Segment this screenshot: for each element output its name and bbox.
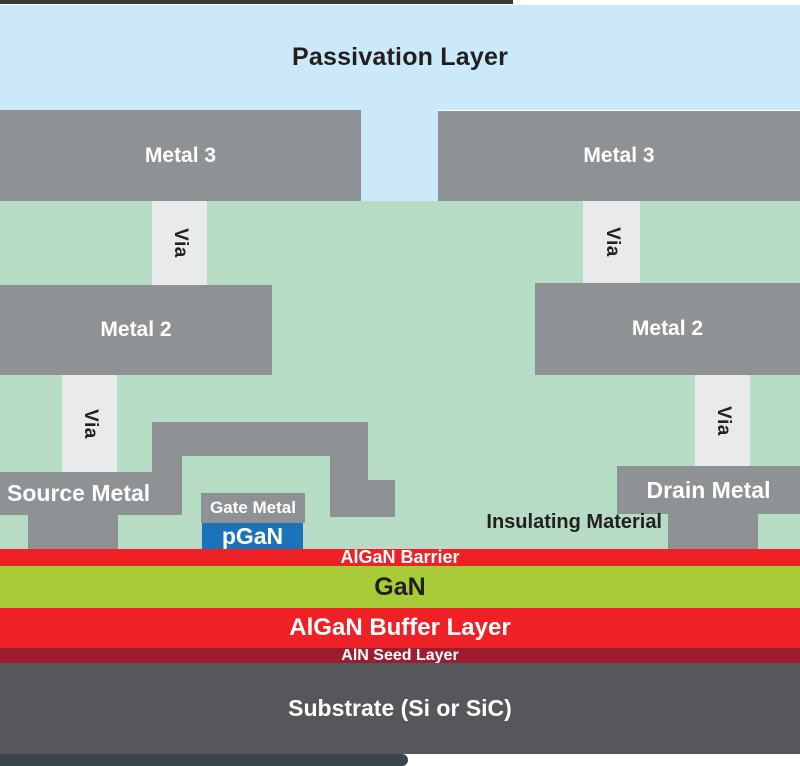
gate-metal-label: Gate Metal bbox=[210, 498, 296, 517]
passivation-notch bbox=[361, 110, 438, 201]
top-border-rule bbox=[0, 0, 513, 4]
metal3-right-block: Metal 3 bbox=[438, 111, 800, 201]
metal3-right-label: Metal 3 bbox=[583, 144, 655, 167]
aln-seed-layer: AlN Seed Layer bbox=[0, 647, 800, 664]
pgan-label: pGaN bbox=[221, 522, 284, 549]
metal3-left-block: Metal 3 bbox=[0, 110, 361, 201]
source-metal-bar: Source Metal bbox=[0, 472, 182, 515]
insulating-material-label-text: Insulating Material bbox=[486, 511, 662, 533]
metal2-right-block: Metal 2 bbox=[535, 283, 800, 375]
algan-barrier-label: AlGaN Barrier bbox=[340, 547, 460, 567]
via-upper-left-label: Via bbox=[169, 228, 191, 258]
source-field-plate-top bbox=[152, 422, 368, 456]
via-lower-left: Via bbox=[62, 375, 117, 472]
via-upper-right: Via bbox=[583, 201, 640, 283]
via-lower-left-label: Via bbox=[79, 408, 101, 439]
drain-metal-bar: Drain Metal bbox=[617, 466, 800, 514]
via-lower-right-label: Via bbox=[712, 405, 734, 436]
bottom-edge-bar bbox=[0, 754, 408, 766]
algan-barrier-layer: AlGaN Barrier bbox=[0, 547, 800, 567]
insulating-material-label: Insulating Material bbox=[486, 511, 662, 534]
aln-seed-label: AlN Seed Layer bbox=[341, 647, 459, 664]
algan-buffer-label: AlGaN Buffer Layer bbox=[289, 614, 511, 641]
pgan-block: pGaN bbox=[202, 523, 303, 549]
passivation-layer-label: Passivation Layer bbox=[291, 43, 508, 71]
via-lower-right: Via bbox=[695, 375, 750, 466]
source-field-plate-left-leg bbox=[152, 456, 182, 472]
via-upper-right-label: Via bbox=[601, 227, 623, 257]
source-metal-label: Source Metal bbox=[7, 480, 151, 506]
gate-metal-block: Gate Metal bbox=[201, 493, 305, 523]
substrate-layer: Substrate (Si or SiC) bbox=[0, 663, 800, 754]
source-field-plate-step-upper bbox=[330, 456, 368, 480]
substrate-label: Substrate (Si or SiC) bbox=[288, 695, 512, 721]
source-field-plate-step-lower bbox=[330, 480, 395, 517]
passivation-layer: Passivation Layer bbox=[0, 5, 800, 110]
metal2-right-label: Metal 2 bbox=[631, 317, 704, 340]
drain-metal-label: Drain Metal bbox=[646, 476, 771, 503]
metal2-left-label: Metal 2 bbox=[100, 318, 172, 341]
metal2-left-block: Metal 2 bbox=[0, 285, 272, 375]
metal3-left-label: Metal 3 bbox=[144, 143, 217, 167]
gan-label: GaN bbox=[374, 572, 426, 601]
algan-buffer-layer: AlGaN Buffer Layer bbox=[0, 608, 800, 648]
gan-layer: GaN bbox=[0, 566, 800, 608]
via-upper-left: Via bbox=[152, 201, 207, 285]
